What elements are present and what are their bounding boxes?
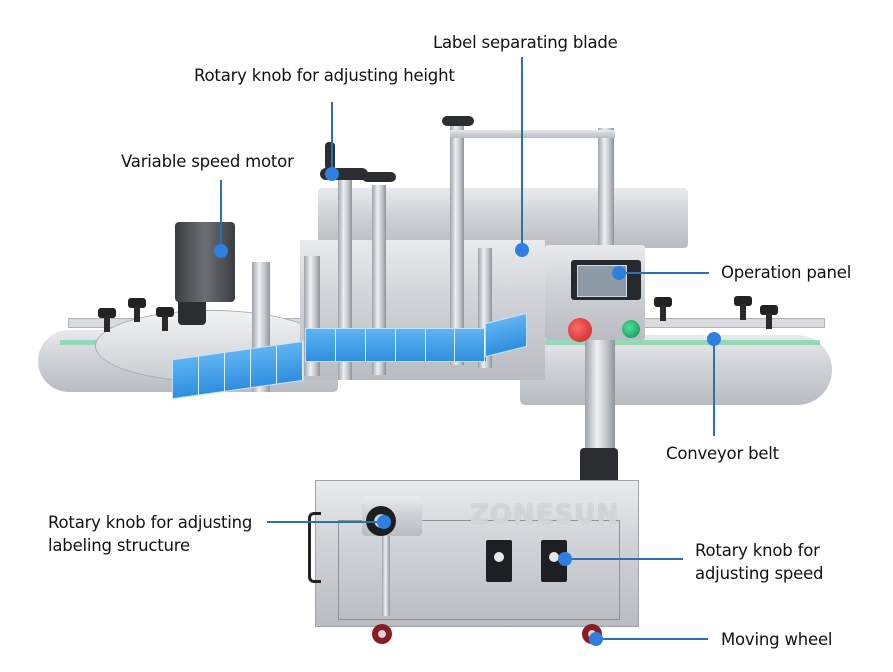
zonesun-watermark: ZONESUN xyxy=(470,500,620,530)
callout-line-rotary-knob-height xyxy=(331,102,333,174)
knob-handle xyxy=(98,308,116,332)
cabinet-door xyxy=(338,520,620,620)
callout-moving-wheel: Moving wheel xyxy=(721,630,833,649)
callout-rotary-knob-speed-line2: adjusting speed xyxy=(695,564,824,583)
callout-rotary-knob-labeling-line1: Rotary knob for adjusting xyxy=(48,513,253,532)
callout-line-operation-panel xyxy=(619,272,709,274)
callout-conveyor-belt: Conveyor belt xyxy=(666,444,779,463)
callout-pointer-moving-wheel xyxy=(589,632,603,646)
callout-pointer-rotary-knob-speed xyxy=(558,552,572,566)
callout-pointer-rotary-knob-labeling xyxy=(377,515,391,529)
label-web-center xyxy=(305,328,487,362)
callout-line-rotary-knob-speed xyxy=(565,558,683,560)
cabinet xyxy=(315,480,639,627)
callout-line-variable-speed-motor xyxy=(220,180,222,248)
conveyor-deck-right xyxy=(520,335,832,405)
height-knob-top-2 xyxy=(362,172,396,182)
column-7 xyxy=(598,128,614,258)
column-4 xyxy=(372,185,386,375)
variable-speed-motor-body xyxy=(175,222,235,302)
callout-pointer-conveyor-belt xyxy=(707,332,721,346)
callout-line-label-separating-blade xyxy=(521,57,523,250)
height-knob-grip xyxy=(325,142,335,170)
knob-handle xyxy=(654,297,672,321)
knob-handle xyxy=(128,298,146,322)
callout-rotary-knob-labeling-line2: labeling structure xyxy=(48,536,190,555)
support-pillar xyxy=(585,340,615,450)
callout-variable-speed-motor: Variable speed motor xyxy=(121,152,294,171)
callout-pointer-variable-speed-motor xyxy=(214,244,228,258)
callout-operation-panel: Operation panel xyxy=(721,263,852,282)
top-crossbar xyxy=(450,130,615,138)
callout-rotary-knob-speed-line1: Rotary knob for xyxy=(695,541,820,560)
knob-handle xyxy=(760,305,778,329)
cabinet-handle xyxy=(308,512,321,583)
callout-line-conveyor-belt xyxy=(713,340,715,436)
caster-wheel-left xyxy=(372,624,392,644)
callout-label-separating-blade: Label separating blade xyxy=(433,33,618,52)
knob-handle xyxy=(156,307,174,331)
labeling-structure-shaft xyxy=(382,536,390,616)
blade-knob-top xyxy=(442,116,474,126)
emergency-stop-button xyxy=(568,318,592,342)
knob-handle xyxy=(734,296,752,320)
callout-pointer-rotary-knob-height xyxy=(325,167,339,181)
column-5 xyxy=(450,125,464,365)
callout-line-moving-wheel xyxy=(596,638,708,640)
callout-pointer-label-separating-blade xyxy=(515,243,529,257)
touchscreen xyxy=(571,260,641,300)
speed-controller-1 xyxy=(486,540,512,582)
callout-rotary-knob-height: Rotary knob for adjusting height xyxy=(194,66,455,85)
callout-pointer-operation-panel xyxy=(612,266,626,280)
callout-line-rotary-knob-labeling xyxy=(267,521,383,523)
start-button xyxy=(622,320,640,338)
